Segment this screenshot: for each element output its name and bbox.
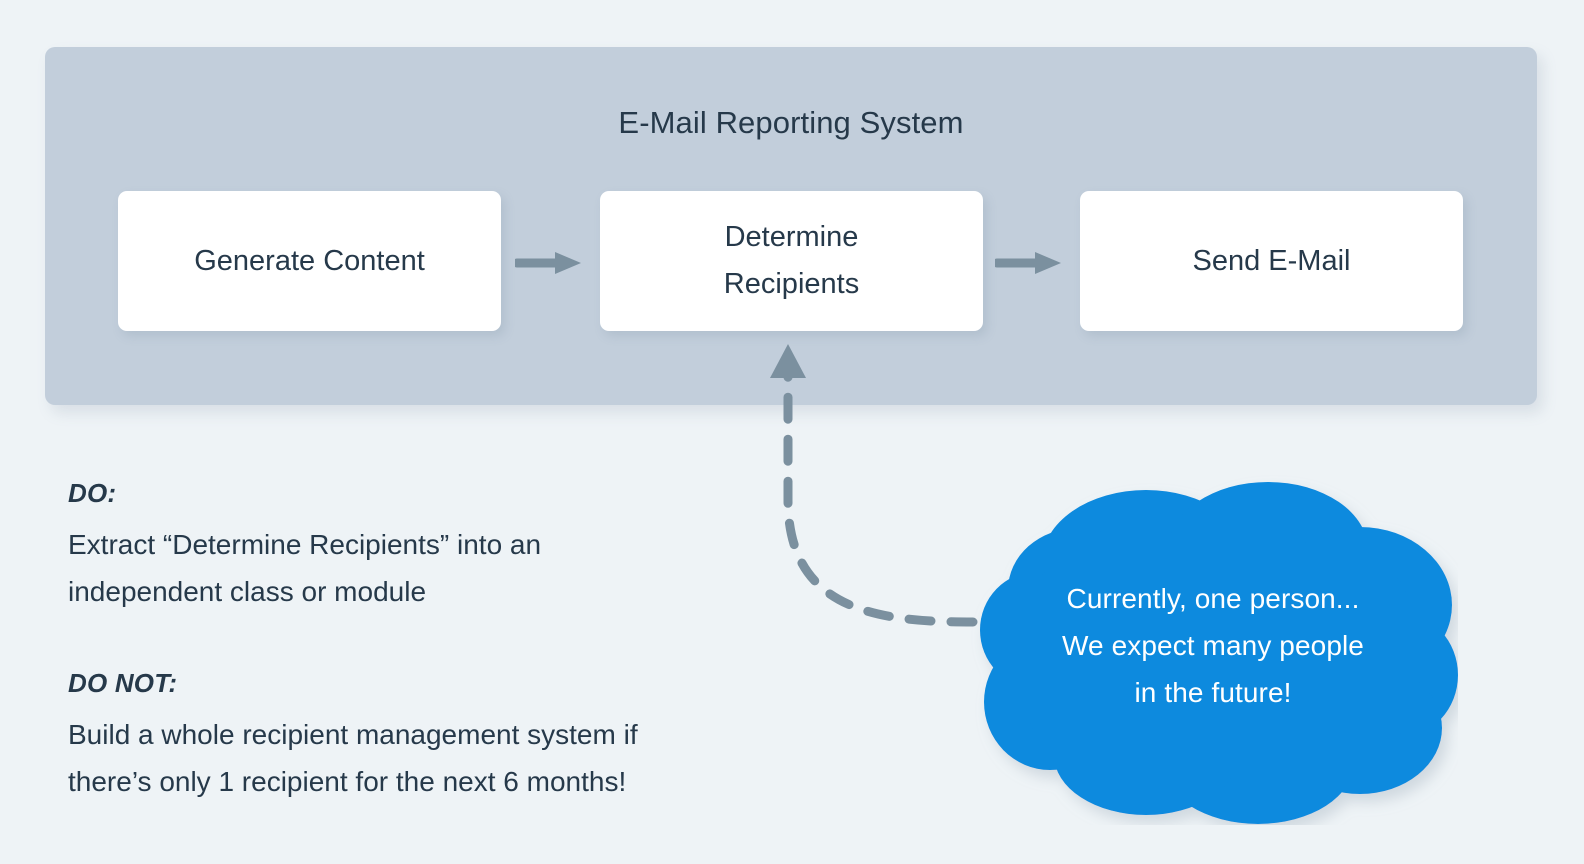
- note-do-heading: DO:: [68, 478, 117, 508]
- process-box-label: Send E-Mail: [1192, 244, 1351, 277]
- note-do: DO: Extract “Determine Recipients” into …: [68, 478, 541, 616]
- cloud-callout-text: Currently, one person... We expect many …: [1062, 583, 1364, 709]
- note-do-not: DO NOT: Build a whole recipient manageme…: [68, 668, 638, 806]
- process-box-label: Determine Recipients: [723, 221, 860, 300]
- process-box-determine-recipients[interactable]: Determine Recipients: [600, 191, 983, 331]
- note-do-body: Extract “Determine Recipients” into an i…: [68, 529, 542, 607]
- process-box-send-email[interactable]: Send E-Mail: [1080, 191, 1463, 331]
- note-do-not-heading: DO NOT:: [68, 668, 178, 698]
- cloud-shape-icon: [980, 482, 1458, 824]
- process-box-generate-content[interactable]: Generate Content: [118, 191, 501, 331]
- process-box-label: Generate Content: [194, 244, 425, 277]
- page-title: E-Mail Reporting System: [618, 105, 964, 140]
- arrow-right-icon-generate-to-determine: [515, 252, 581, 274]
- arrow-right-icon-determine-to-send: [995, 252, 1061, 274]
- cloud-callout: Currently, one person... We expect many …: [968, 470, 1458, 825]
- note-do-not-body: Build a whole recipient management syste…: [68, 719, 638, 797]
- dashed-feedback-arrow-up-icon: [770, 344, 978, 627]
